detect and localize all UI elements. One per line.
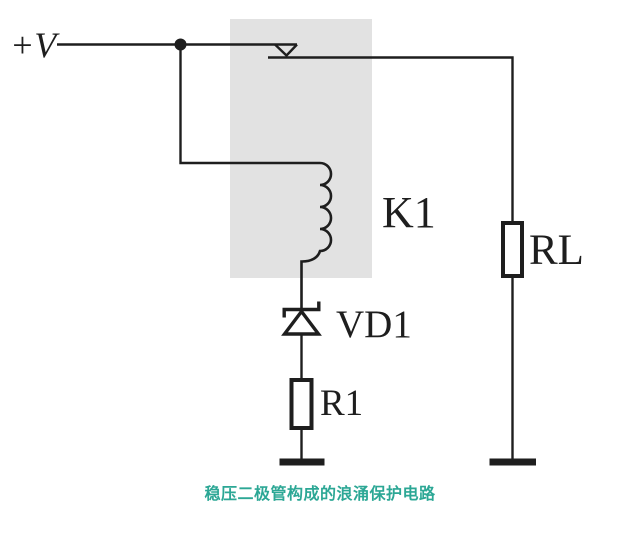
junction-dot xyxy=(174,38,187,51)
ground-left-icon xyxy=(279,458,325,466)
supply-label: +V xyxy=(10,25,60,65)
coil-branch-wire xyxy=(179,44,309,165)
relay-contact-icon xyxy=(274,43,298,58)
ground-right-icon xyxy=(489,458,536,466)
resistor-rl-body xyxy=(501,221,524,278)
relay-coil-icon xyxy=(300,161,333,308)
load-resistor-label: RL xyxy=(529,227,584,274)
resistor-r1-body xyxy=(289,378,314,430)
zener-diode-label: VD1 xyxy=(336,303,412,346)
zener-triangle xyxy=(281,308,322,336)
relay-coil-label: K1 xyxy=(382,188,436,237)
load-branch-wire xyxy=(268,56,514,223)
resistor-label: R1 xyxy=(320,383,363,424)
diagram-caption: 稳压二极管构成的浪涌保护电路 xyxy=(204,484,436,503)
relay-highlight-box xyxy=(230,19,372,278)
